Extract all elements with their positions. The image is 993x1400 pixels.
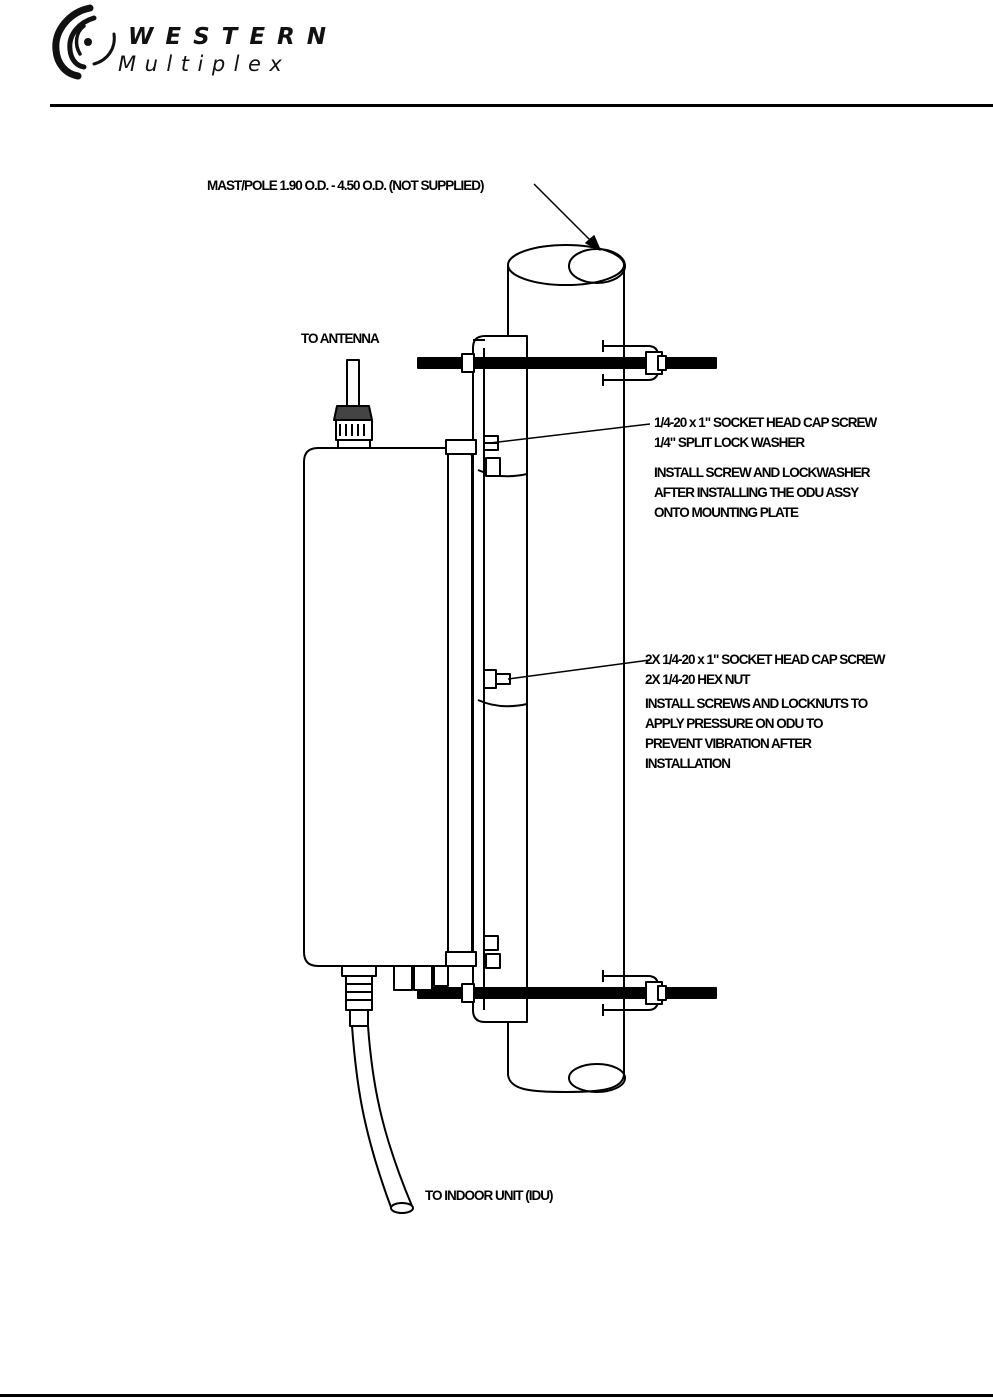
idu-connector	[341, 965, 449, 1027]
to-antenna-callout: TO ANTENNA	[301, 331, 380, 346]
install-note-2-line-1: INSTALL SCREWS AND LOCKNUTS TO	[645, 696, 868, 711]
leader-lines	[489, 183, 651, 680]
to-idu-callout: TO INDOOR UNIT (IDU)	[425, 1188, 553, 1203]
western-multiplex-logo-icon	[52, 4, 116, 80]
install-note-2-line-2: APPLY PRESSURE ON ODU TO	[645, 716, 824, 731]
lower-threaded-rod	[417, 970, 717, 1016]
upper-threaded-rod	[417, 340, 717, 386]
footer-divider	[0, 1394, 993, 1397]
lower-cap-screw	[483, 935, 501, 969]
mast-pole-callout: MAST/POLE 1.90 O.D. - 4.50 O.D. (NOT SUP…	[207, 178, 485, 193]
double-cap-screw-callout: 2X 1/4-20 x 1" SOCKET HEAD CAP SCREW	[645, 652, 885, 667]
install-note-2-line-4: INSTALLATION	[645, 756, 731, 771]
install-note-1-line-2: AFTER INSTALLING THE ODU ASSY	[654, 485, 859, 500]
install-note-1-line-1: INSTALL SCREW AND LOCKWASHER	[654, 465, 870, 480]
install-note-1-line-3: ONTO MOUNTING PLATE	[654, 505, 799, 520]
idu-cable	[351, 1025, 414, 1214]
antenna-connector	[333, 359, 373, 449]
cap-screw-callout: 1/4-20 x 1" SOCKET HEAD CAP SCREW	[654, 415, 877, 430]
odu-enclosure	[303, 439, 477, 967]
install-note-2-line-3: PREVENT VIBRATION AFTER	[645, 736, 812, 751]
logo-wordmark-western: WESTERN	[128, 24, 339, 50]
logo-wordmark-multiplex: Multiplex	[118, 52, 291, 76]
hex-nut-callout: 2X 1/4-20 HEX NUT	[645, 672, 751, 687]
header-divider	[50, 104, 993, 107]
lock-washer-callout: 1/4" SPLIT LOCK WASHER	[654, 435, 805, 450]
